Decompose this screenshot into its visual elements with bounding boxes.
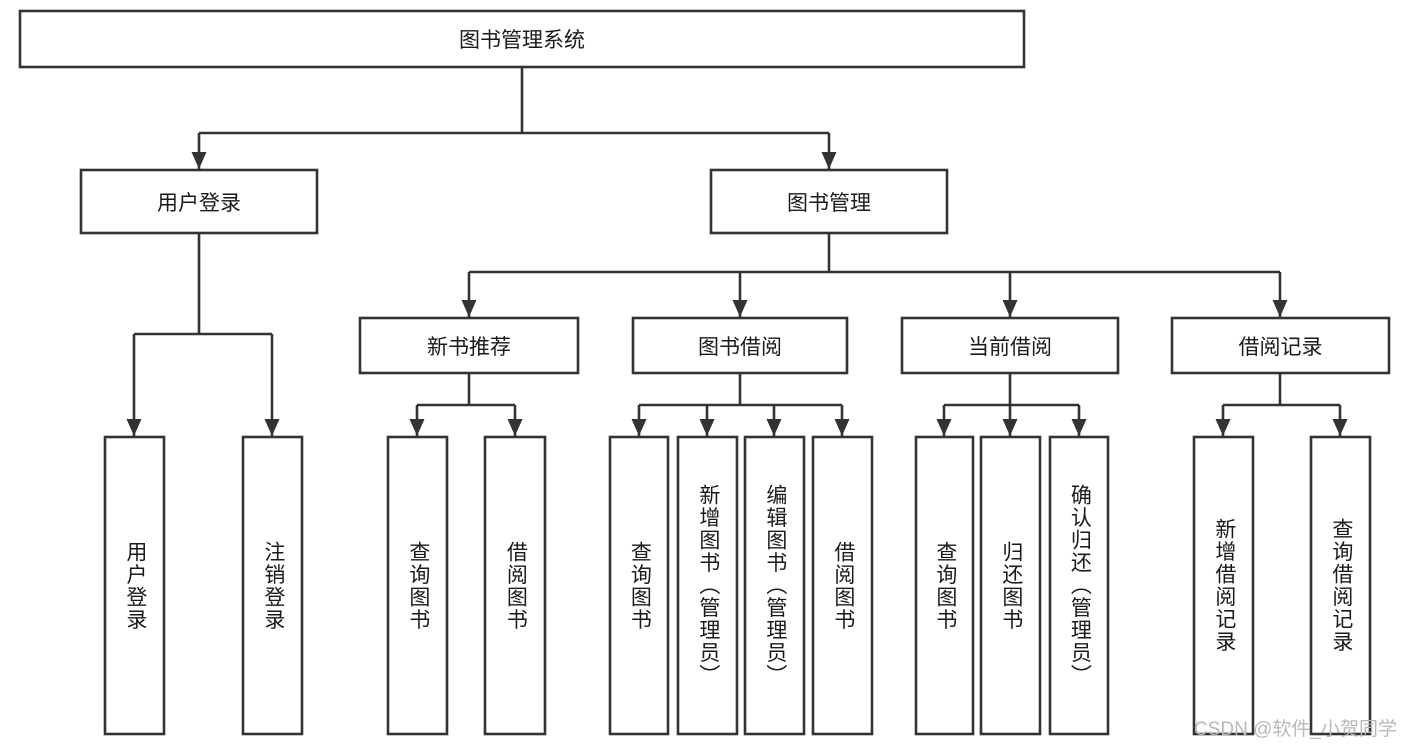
arrow-head-icon bbox=[1215, 419, 1231, 436]
arrow-head-icon bbox=[409, 419, 425, 436]
leaf-node-box[interactable] bbox=[1048, 435, 1110, 736]
arrow-head-icon bbox=[461, 300, 477, 317]
leaf-node-box[interactable] bbox=[386, 435, 449, 736]
arrow-head-icon bbox=[699, 419, 715, 436]
leaf-node-box[interactable] bbox=[914, 435, 975, 736]
leaf-node-box[interactable] bbox=[103, 435, 166, 736]
arrow-head-icon bbox=[1071, 419, 1087, 436]
level2-node-box[interactable] bbox=[709, 168, 949, 235]
leaf-node-box[interactable] bbox=[979, 435, 1042, 736]
leaf-node-box[interactable] bbox=[608, 435, 670, 736]
arrow-head-icon bbox=[191, 152, 207, 169]
arrow-head-icon bbox=[631, 419, 647, 436]
arrow-head-icon bbox=[821, 152, 837, 169]
level3-node-box[interactable] bbox=[1170, 316, 1391, 375]
arrow-head-icon bbox=[1272, 300, 1288, 317]
leaf-node-box[interactable] bbox=[241, 435, 304, 736]
arrow-head-icon bbox=[126, 419, 142, 436]
arrow-head-icon bbox=[732, 300, 748, 317]
arrow-head-icon bbox=[936, 419, 952, 436]
node-box-layer bbox=[18, 9, 1391, 736]
arrow-head-icon bbox=[1002, 419, 1018, 436]
arrow-head-icon bbox=[834, 419, 850, 436]
leaf-node-box[interactable] bbox=[811, 435, 874, 736]
arrow-head-icon bbox=[264, 419, 280, 436]
arrow-head-icon bbox=[1002, 300, 1018, 317]
leaf-node-box[interactable] bbox=[743, 435, 806, 736]
connector-layer bbox=[126, 67, 1348, 436]
leaf-node-box[interactable] bbox=[676, 435, 739, 736]
level2-node-box[interactable] bbox=[79, 168, 319, 235]
root-node-box[interactable] bbox=[18, 9, 1026, 69]
leaf-node-box[interactable] bbox=[483, 435, 547, 736]
arrow-head-icon bbox=[766, 419, 782, 436]
arrow-head-icon bbox=[507, 419, 523, 436]
leaf-node-box[interactable] bbox=[1309, 435, 1372, 736]
level3-node-box[interactable] bbox=[631, 316, 849, 375]
level3-node-box[interactable] bbox=[358, 316, 580, 375]
level3-node-box[interactable] bbox=[900, 316, 1120, 375]
leaf-node-box[interactable] bbox=[1192, 435, 1255, 736]
arrow-head-icon bbox=[1332, 419, 1348, 436]
